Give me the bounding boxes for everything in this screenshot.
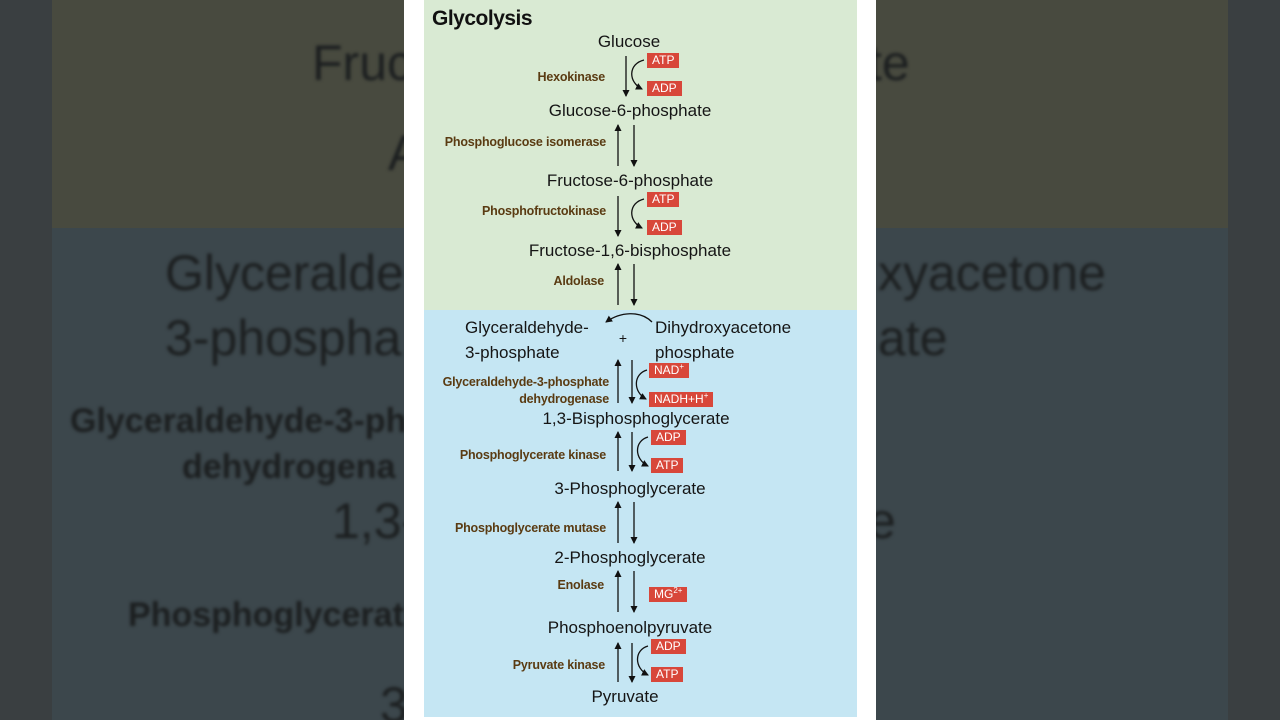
enzyme-phosphoglycerate-mutase: Phosphoglycerate mutase xyxy=(454,521,606,535)
metabolite-fructose-6-phosphate: Fructose-6-phosphate xyxy=(546,171,714,190)
curved-arrow-atp-to-adp xyxy=(631,198,645,229)
cofactor-atp-tag: ATP xyxy=(647,53,680,68)
metabolite-pyruvate: Pyruvate xyxy=(591,687,659,706)
curved-arrow-atp-to-adp xyxy=(631,59,645,90)
cofactor-charge: + xyxy=(679,362,685,371)
cofactor-adp-tag: ADP xyxy=(647,81,682,96)
metabolite-1-3-bisphosphoglycerate: 1,3-Bisphosphoglycerate xyxy=(542,409,730,428)
enzyme-aldolase: Aldolase xyxy=(553,274,605,288)
metabolite-glyceraldehyde-3-phosphate: Glyceraldehyde- 3-phosphate xyxy=(465,316,589,365)
background-text: ate xyxy=(878,310,948,366)
cofactor-label: NADH+H xyxy=(654,392,704,406)
enzyme-phosphoglucose-isomerase: Phosphoglucose isomerase xyxy=(444,135,606,149)
cofactor-atp-tag: ATP xyxy=(647,192,680,207)
background-text: 3 xyxy=(380,677,408,720)
metabolite-line: Dihydroxyacetone xyxy=(655,318,792,337)
enzyme-phosphoglycerate-kinase: Phosphoglycerate kinase xyxy=(459,448,606,462)
background-text: xyacetone xyxy=(878,245,1106,301)
enzyme-line: Glyceraldehyde-3-phosphate xyxy=(442,375,610,389)
preparatory-phase-zone xyxy=(424,0,857,310)
background-text: Glyceralde xyxy=(165,245,404,301)
metabolite-fructose-1-6-bisphosphate: Fructose-1,6-bisphosphate xyxy=(528,241,732,260)
enzyme-hexokinase: Hexokinase xyxy=(537,70,606,84)
cofactor-adp-tag: ADP xyxy=(647,220,682,235)
metabolite-dihydroxyacetone-phosphate: Dihydroxyacetone phosphate xyxy=(655,316,791,365)
metabolite-glucose: Glucose xyxy=(597,32,661,51)
background-text: Glyceraldehyde-3-ph xyxy=(70,402,407,440)
payoff-phase-zone xyxy=(424,310,857,717)
reaction-arrows xyxy=(605,56,653,683)
curved-arrow-nad-to-nadh xyxy=(635,369,648,400)
cofactor-charge: + xyxy=(703,391,709,400)
background-text: Phosphoglycerat xyxy=(128,596,404,634)
cofactor-charge: 2+ xyxy=(673,586,683,595)
cofactor-adp-tag: ADP xyxy=(651,639,686,654)
metabolite-3-phosphoglycerate: 3-Phosphoglycerate xyxy=(554,479,706,498)
enzyme-enolase: Enolase xyxy=(557,578,604,592)
enzyme-pyruvate-kinase: Pyruvate kinase xyxy=(512,658,605,672)
enzyme-line: dehydrogenase xyxy=(519,391,609,406)
cofactor-magnesium-tag: MG2+ xyxy=(649,586,688,602)
cofactor-nad-tag: NAD+ xyxy=(649,362,690,378)
plus-sign: + xyxy=(618,330,628,346)
metabolite-glucose-6-phosphate: Glucose-6-phosphate xyxy=(548,101,712,120)
cofactor-atp-tag: ATP xyxy=(651,458,684,473)
diagram-title: Glycolysis xyxy=(432,7,533,30)
cofactor-adp-tag: ADP xyxy=(651,430,686,445)
metabolite-line: 3-phosphate xyxy=(465,342,560,362)
metabolite-2-phosphoglycerate: 2-Phosphoglycerate xyxy=(554,548,706,567)
background-text: dehydrogena xyxy=(182,448,396,486)
enzyme-glyceraldehyde-3-phosphate-dehydrogenase: Glyceraldehyde-3-phosphate dehydrogenase xyxy=(442,374,610,408)
glycolysis-diagram: Glycolysis Glucose Glucose-6-phosphate F… xyxy=(424,0,857,717)
background-text: 3-phospha xyxy=(165,310,402,366)
metabolite-line: Glyceraldehyde- xyxy=(465,318,589,337)
curved-arrow-adp-to-atp xyxy=(636,645,649,676)
cofactor-label: NAD xyxy=(654,363,680,377)
cofactor-label: MG xyxy=(654,587,674,601)
metabolite-line: phosphate xyxy=(655,342,735,362)
cofactor-atp-tag: ATP xyxy=(651,667,684,682)
arrow-dhap-to-g3p xyxy=(605,313,653,323)
enzyme-phosphofructokinase: Phosphofructokinase xyxy=(482,204,606,218)
background-text: Fruc xyxy=(312,35,412,91)
metabolite-phosphoenolpyruvate: Phosphoenolpyruvate xyxy=(547,618,713,637)
cofactor-nadh-tag: NADH+H+ xyxy=(649,391,714,407)
background-text: 1,3- xyxy=(332,493,419,549)
curved-arrow-adp-to-atp xyxy=(636,436,649,467)
